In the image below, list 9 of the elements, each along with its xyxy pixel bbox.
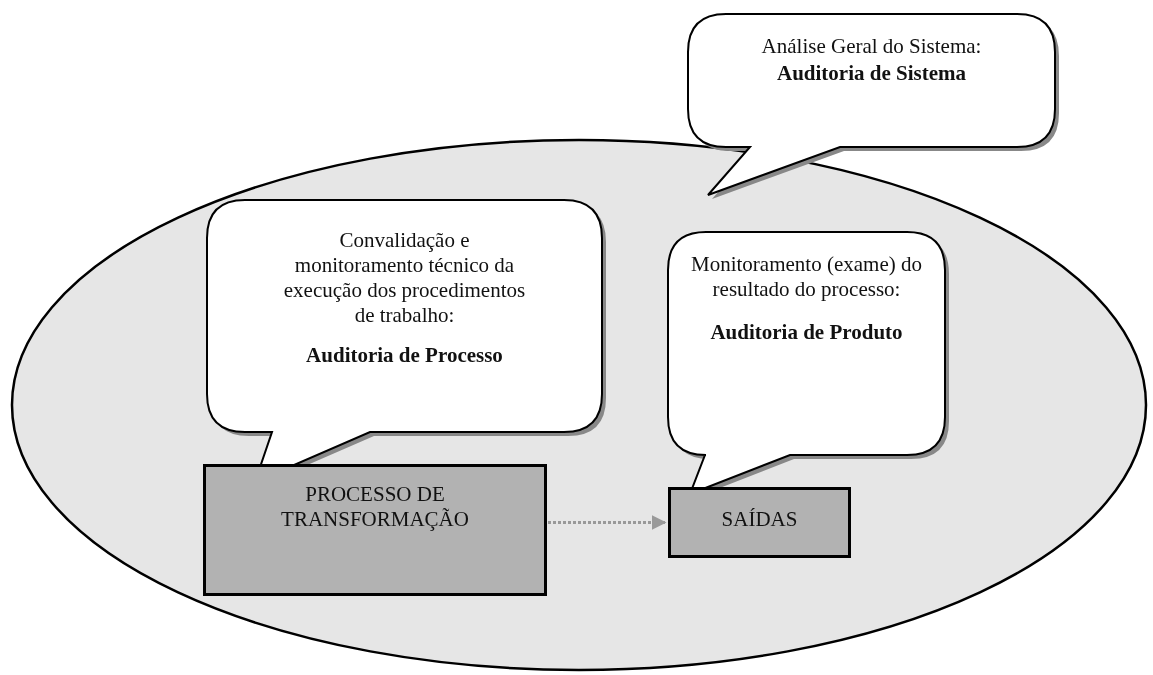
callout-heading: Auditoria de Sistema [776, 61, 967, 86]
callout-text: Convalidação e monitoramento técnico da execução dos procedimentos de trabalho: [282, 228, 527, 328]
arrow [548, 515, 667, 530]
callout-text: Análise Geral do Sistema: [760, 34, 983, 59]
box-label: PROCESSO DE TRANSFORMAÇÃO [280, 482, 470, 532]
callout-heading: Auditoria de Produto [709, 320, 904, 345]
callout-text: Monitoramento (exame) do resultado do processo: [690, 252, 923, 302]
box-label: SAÍDAS [720, 507, 799, 532]
callout-heading: Auditoria de Processo [305, 343, 504, 368]
